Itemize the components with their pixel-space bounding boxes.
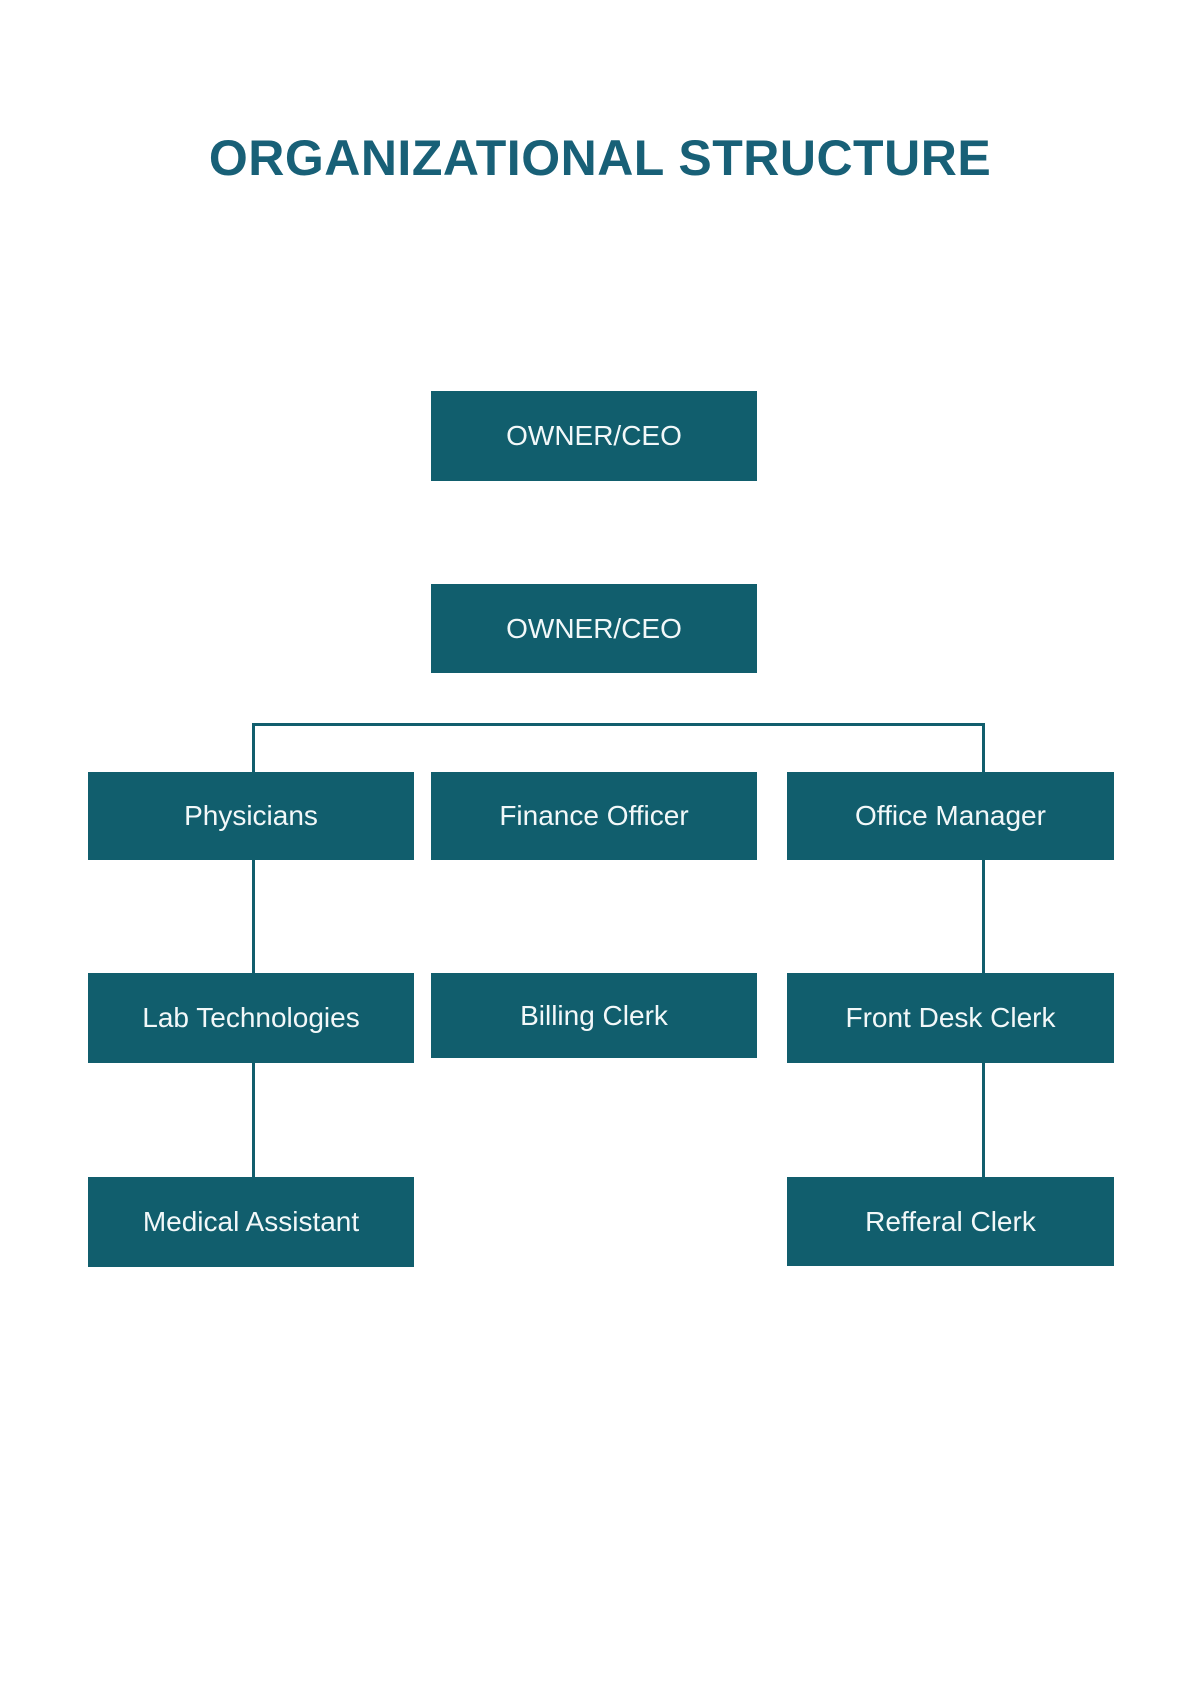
org-node-office-manager: Office Manager	[787, 772, 1114, 860]
page-title: ORGANIZATIONAL STRUCTURE	[208, 130, 992, 186]
connector-right-vertical	[982, 723, 985, 1177]
org-node-refferal-clerk: Refferal Clerk	[787, 1177, 1114, 1266]
org-node-owner-ceo-2: OWNER/CEO	[431, 584, 757, 673]
connector-left-vertical	[252, 723, 255, 1178]
org-node-finance-officer: Finance Officer	[431, 772, 757, 860]
org-node-medical-assistant: Medical Assistant	[88, 1177, 414, 1267]
org-node-billing-clerk: Billing Clerk	[431, 973, 757, 1058]
org-node-front-desk-clerk: Front Desk Clerk	[787, 973, 1114, 1063]
connector-horizontal	[252, 723, 985, 726]
org-node-lab-technologies: Lab Technologies	[88, 973, 414, 1063]
org-node-owner-ceo-1: OWNER/CEO	[431, 391, 757, 481]
org-node-physicians: Physicians	[88, 772, 414, 860]
